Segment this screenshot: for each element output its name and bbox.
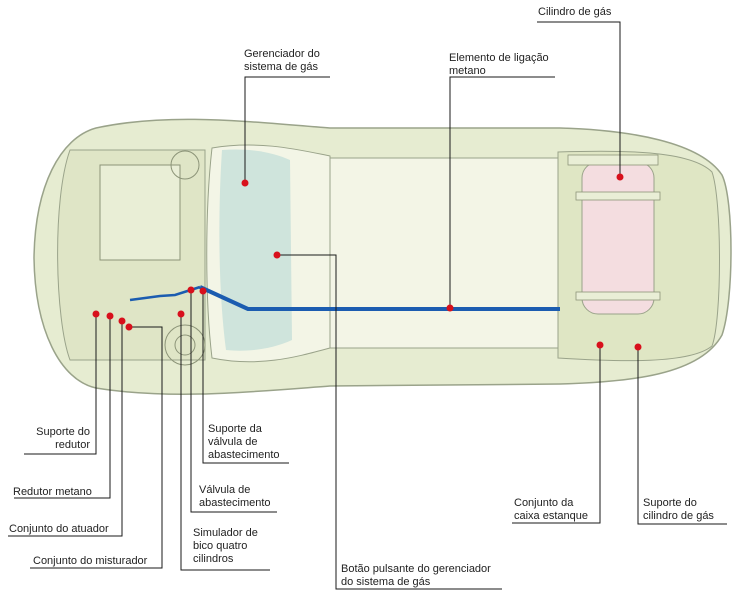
dot-suporte-redutor — [92, 310, 100, 318]
label-suporte-redutor: Suporte do redutor — [36, 426, 90, 451]
label-simulador: Simulador de bico quatro cilindros — [193, 527, 258, 565]
label-elemento-ligacao: Elemento de ligação metano — [449, 52, 549, 77]
dot-suporte-cilindro — [634, 343, 642, 351]
gas-line — [199, 285, 560, 311]
cylinder-strap-bottom — [575, 291, 661, 301]
label-botao-pulsante: Botão pulsante do gerenciador do sistema… — [341, 563, 491, 588]
dot-simulador — [177, 310, 185, 318]
label-suporte-valvula: Suporte da válvula de abastecimento — [208, 423, 280, 461]
leader-suporte-redutor — [24, 314, 97, 455]
leader-redutor — [14, 316, 111, 499]
front-glass-tint — [219, 149, 292, 351]
dot-valvula — [187, 286, 195, 294]
leader-gerenciador — [244, 76, 330, 183]
label-conjunto-misturador: Conjunto do misturador — [33, 555, 148, 567]
cylinder-strap-top — [575, 191, 661, 201]
dot-misturador — [125, 323, 133, 331]
dot-elemento — [446, 304, 454, 312]
leader-suporte-cilindro — [637, 347, 727, 525]
label-valvula-abastecimento: Válvula de abastecimento — [199, 484, 271, 509]
dot-caixa — [596, 341, 604, 349]
dot-gerenciador — [241, 179, 249, 187]
leader-cilindro — [537, 21, 621, 177]
label-redutor-metano: Redutor metano — [13, 486, 92, 498]
leader-botao — [277, 254, 502, 590]
engine-block — [99, 164, 181, 261]
gas-cylinder — [581, 161, 655, 315]
leader-suporte-valvula — [202, 291, 289, 464]
dot-redutor — [106, 312, 114, 320]
dot-suporte-valvula — [199, 287, 207, 295]
leader-misturador — [30, 326, 163, 569]
engine-pulley — [170, 150, 200, 180]
leader-elemento — [449, 76, 555, 308]
label-suporte-cilindro: Suporte do cilindro de gás — [643, 497, 714, 522]
dot-atuador — [118, 317, 126, 325]
cylinder-support-bracket — [567, 154, 659, 166]
leader-valvula — [190, 290, 277, 513]
gas-line-front — [129, 285, 201, 302]
leader-atuador — [8, 321, 123, 537]
wheel-hub — [164, 324, 206, 366]
callout-dots — [92, 173, 642, 351]
label-cilindro-de-gas: Cilindro de gás — [538, 6, 612, 18]
label-conjunto-caixa: Conjunto da caixa estanque — [514, 497, 588, 522]
leader-lines — [8, 21, 727, 590]
leader-caixa — [512, 345, 601, 524]
label-conjunto-atuador: Conjunto do atuador — [9, 523, 109, 535]
cabin-roof — [329, 157, 559, 349]
dot-botao — [273, 251, 281, 259]
wheel-hub-inner — [174, 334, 196, 356]
label-gerenciador: Gerenciador do sistema de gás — [244, 48, 320, 73]
leader-simulador — [180, 314, 270, 571]
dot-cilindro — [616, 173, 624, 181]
